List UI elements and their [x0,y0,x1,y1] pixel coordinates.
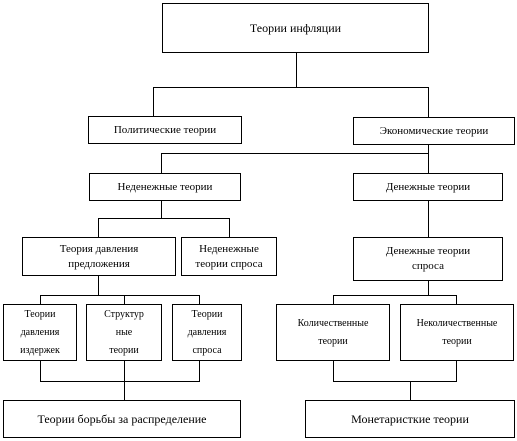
connector [40,295,200,296]
node-distribution-struggle-theories: Теории борьбы за распределение [3,400,241,438]
connector [40,295,41,304]
connector [229,218,230,237]
connector [199,361,200,381]
node-nonquantitative-theories: Неколичественные теории [400,304,514,361]
node-label: Денежные теории [385,180,471,193]
connector [153,87,154,116]
connector [428,153,429,173]
connector [40,361,41,381]
node-structural-theories: Структур ные теории [86,304,162,361]
node-monetarist-theories: Монетаристкие теории [305,400,515,438]
node-label: Политические теории [113,123,217,136]
node-label: Теории давления издержек [20,308,60,356]
connector [428,145,429,153]
connector [199,295,200,304]
node-label: Количественные теории [297,317,369,347]
node-demand-pressure-theories: Теории давления спроса [172,304,242,361]
connector [456,361,457,381]
node-label: Теории давления спроса [187,308,227,356]
node-economic-theories: Экономические теории [353,117,515,145]
node-quantitative-theories: Количественные теории [276,304,390,361]
connector [98,218,99,237]
node-label: Экономические теории [379,124,489,137]
connector [98,218,230,219]
connector [428,201,429,237]
node-nonmonetary-theories: Неденежные теории [89,173,241,201]
connector [333,361,334,381]
node-label: Теории инфляции [249,20,342,35]
node-monetary-demand-theories: Денежные теории спроса [353,237,503,281]
node-label: Теории борьбы за распределение [37,411,207,426]
node-label: Монетаристкие теории [351,411,469,426]
node-label: Неденежные теории [117,180,213,193]
connector [40,381,200,382]
connector [410,381,411,400]
node-nonmonetary-demand-theories: Неденежные теории спроса [181,237,277,276]
node-political-theories: Политические теории [88,116,242,144]
connector [333,381,457,382]
node-supply-pressure-theory: Теория давления предложения [22,237,176,276]
node-label: Структур ные теории [104,308,144,356]
node-label: Неденежные теории спроса [195,242,263,270]
node-label: Денежные теории спроса [385,245,471,272]
node-inflation-theories: Теории инфляции [162,3,429,53]
connector [98,276,99,295]
connector [333,295,457,296]
node-cost-pressure-theories: Теории давления издержек [3,304,77,361]
connector [333,295,334,304]
connector [161,201,162,218]
connector [124,295,125,304]
connector [428,87,429,117]
connector [161,153,429,154]
connector [428,281,429,295]
connector [124,361,125,400]
connector [456,295,457,304]
node-monetary-theories: Денежные теории [353,173,503,201]
connector [296,53,297,87]
node-label: Неколичественные теории [416,317,498,347]
connector [153,87,429,88]
connector [161,153,162,173]
node-label: Теория давления предложения [59,242,139,270]
